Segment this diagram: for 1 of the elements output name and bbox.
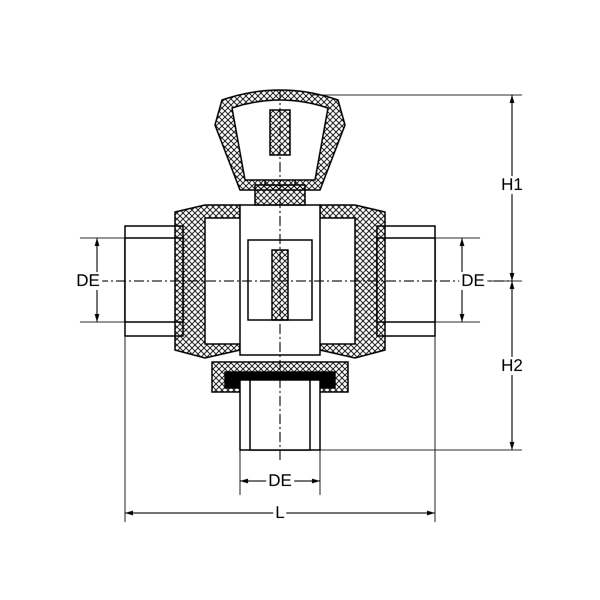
dimension-label: DE	[459, 272, 487, 290]
